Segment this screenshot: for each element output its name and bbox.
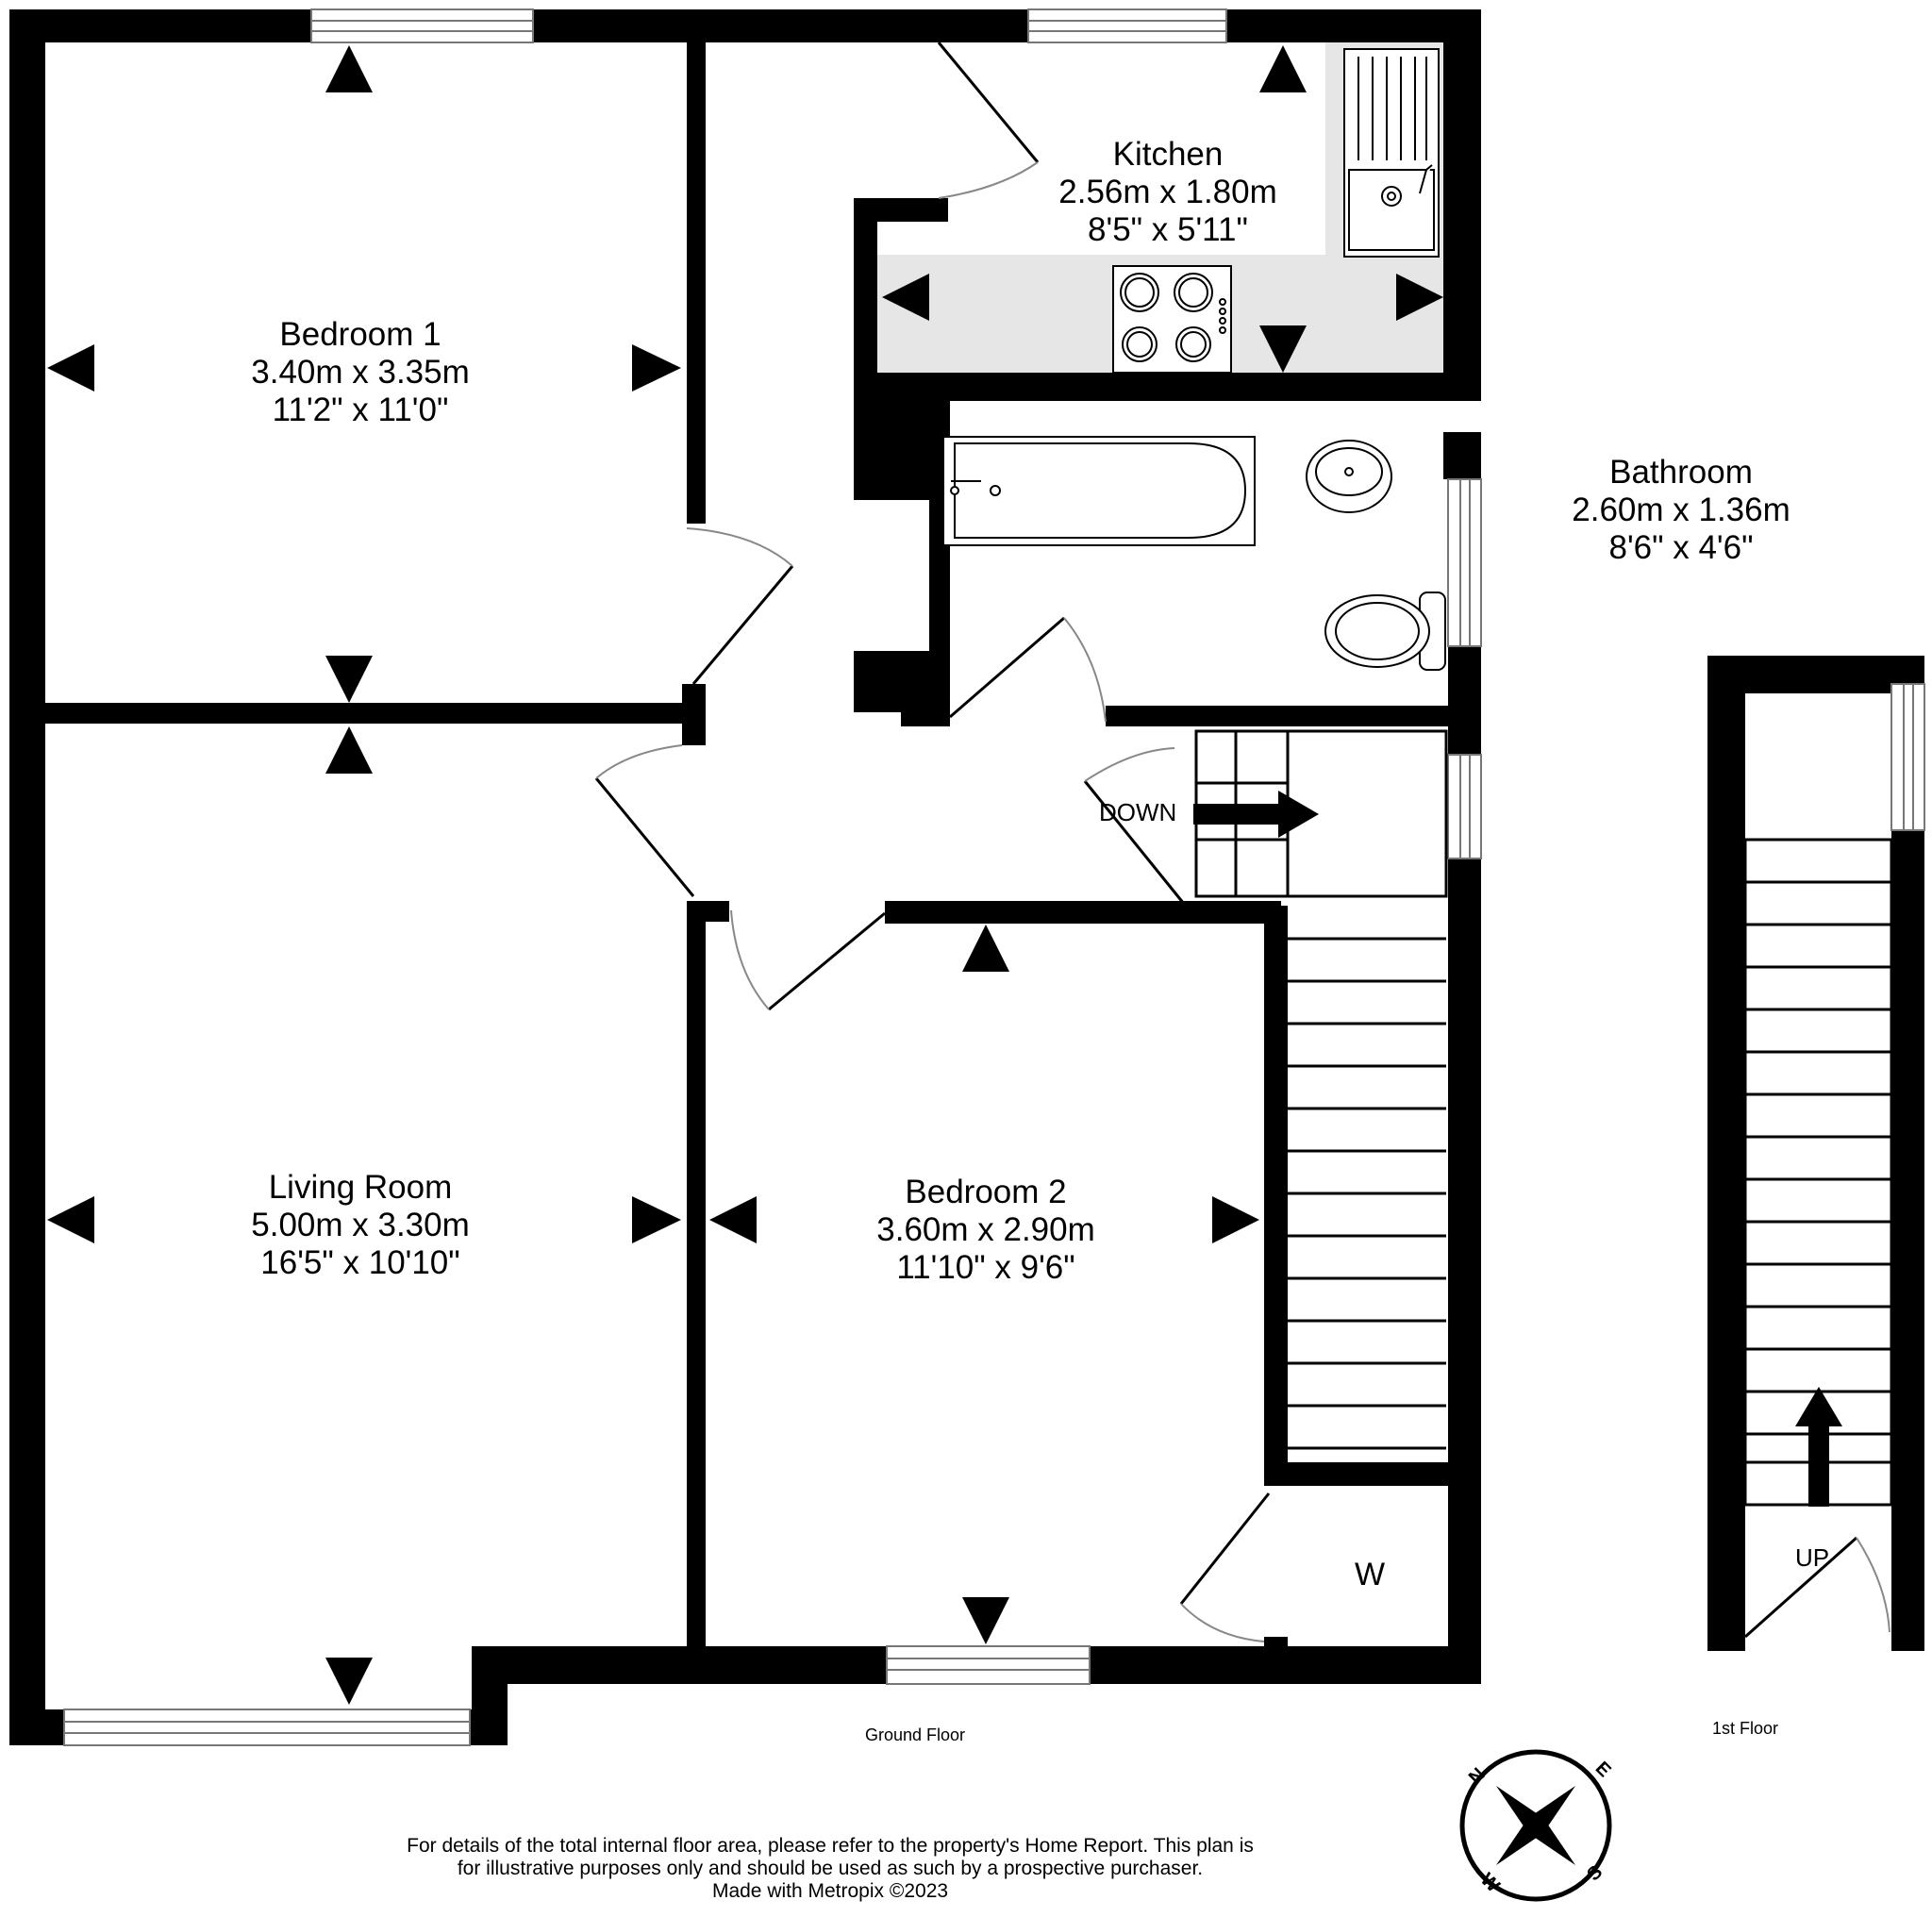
bath-icon bbox=[942, 436, 1256, 546]
toilet-icon bbox=[1324, 592, 1446, 671]
first-floor-walls bbox=[1707, 656, 1924, 1651]
bathroom-name: Bathroom bbox=[1609, 454, 1753, 491]
misc-labels: DOWN UP W Ground Floor 1st Floor bbox=[865, 798, 1829, 1744]
room-labels: Bedroom 1 3.40m x 3.35m 11'2" x 11'0" Ki… bbox=[251, 136, 1790, 1286]
first-floor-stairs bbox=[1743, 838, 1893, 1507]
disclaimer-line-2: for illustrative purposes only and shoul… bbox=[457, 1858, 1204, 1879]
disclaimer-line-1: For details of the total internal floor … bbox=[407, 1835, 1254, 1857]
first-floor-label: 1st Floor bbox=[1712, 1719, 1778, 1738]
doors bbox=[594, 42, 1271, 1642]
first-floor-door bbox=[1744, 1536, 1890, 1639]
kitchen-metric: 2.56m x 1.80m bbox=[1058, 174, 1277, 210]
first-floor-window bbox=[1890, 683, 1925, 831]
ground-floor-walls bbox=[9, 9, 1481, 1745]
hob-icon bbox=[1112, 265, 1232, 374]
living-room-metric: 5.00m x 3.30m bbox=[251, 1207, 470, 1243]
kitchen-imperial: 8'5" x 5'11" bbox=[1088, 211, 1248, 248]
bedroom2-imperial: 11'10" x 9'6" bbox=[896, 1249, 1074, 1286]
bedroom1-name: Bedroom 1 bbox=[279, 316, 441, 353]
living-room-name: Living Room bbox=[269, 1169, 453, 1206]
kitchen-name: Kitchen bbox=[1113, 136, 1224, 173]
disclaimer: For details of the total internal floor … bbox=[283, 1835, 1377, 1903]
up-label: UP bbox=[1795, 1543, 1829, 1572]
up-arrow-icon bbox=[1795, 1387, 1842, 1507]
ground-floor-stairs bbox=[1194, 729, 1448, 1450]
down-label: DOWN bbox=[1099, 798, 1176, 826]
disclaimer-line-3: Made with Metropix ©2023 bbox=[711, 1880, 949, 1902]
bedroom1-imperial: 11'2" x 11'0" bbox=[273, 392, 449, 428]
kitchen-sink-icon bbox=[1343, 48, 1440, 258]
bedroom1-metric: 3.40m x 3.35m bbox=[251, 354, 470, 391]
basin-icon bbox=[1306, 440, 1392, 513]
bathroom-imperial: 8'6" x 4'6" bbox=[1608, 529, 1753, 566]
ground-floor-label: Ground Floor bbox=[865, 1725, 965, 1744]
bathroom-metric: 2.60m x 1.36m bbox=[1572, 492, 1790, 528]
bedroom2-name: Bedroom 2 bbox=[905, 1174, 1066, 1210]
living-room-imperial: 16'5" x 10'10" bbox=[260, 1244, 459, 1281]
windows bbox=[63, 8, 1482, 1746]
dimension-arrows bbox=[47, 45, 1443, 1705]
compass-icon bbox=[1459, 1749, 1612, 1902]
wardrobe-label: W bbox=[1355, 1557, 1385, 1592]
bedroom2-metric: 3.60m x 2.90m bbox=[876, 1211, 1095, 1248]
down-arrow-icon bbox=[1193, 791, 1319, 838]
